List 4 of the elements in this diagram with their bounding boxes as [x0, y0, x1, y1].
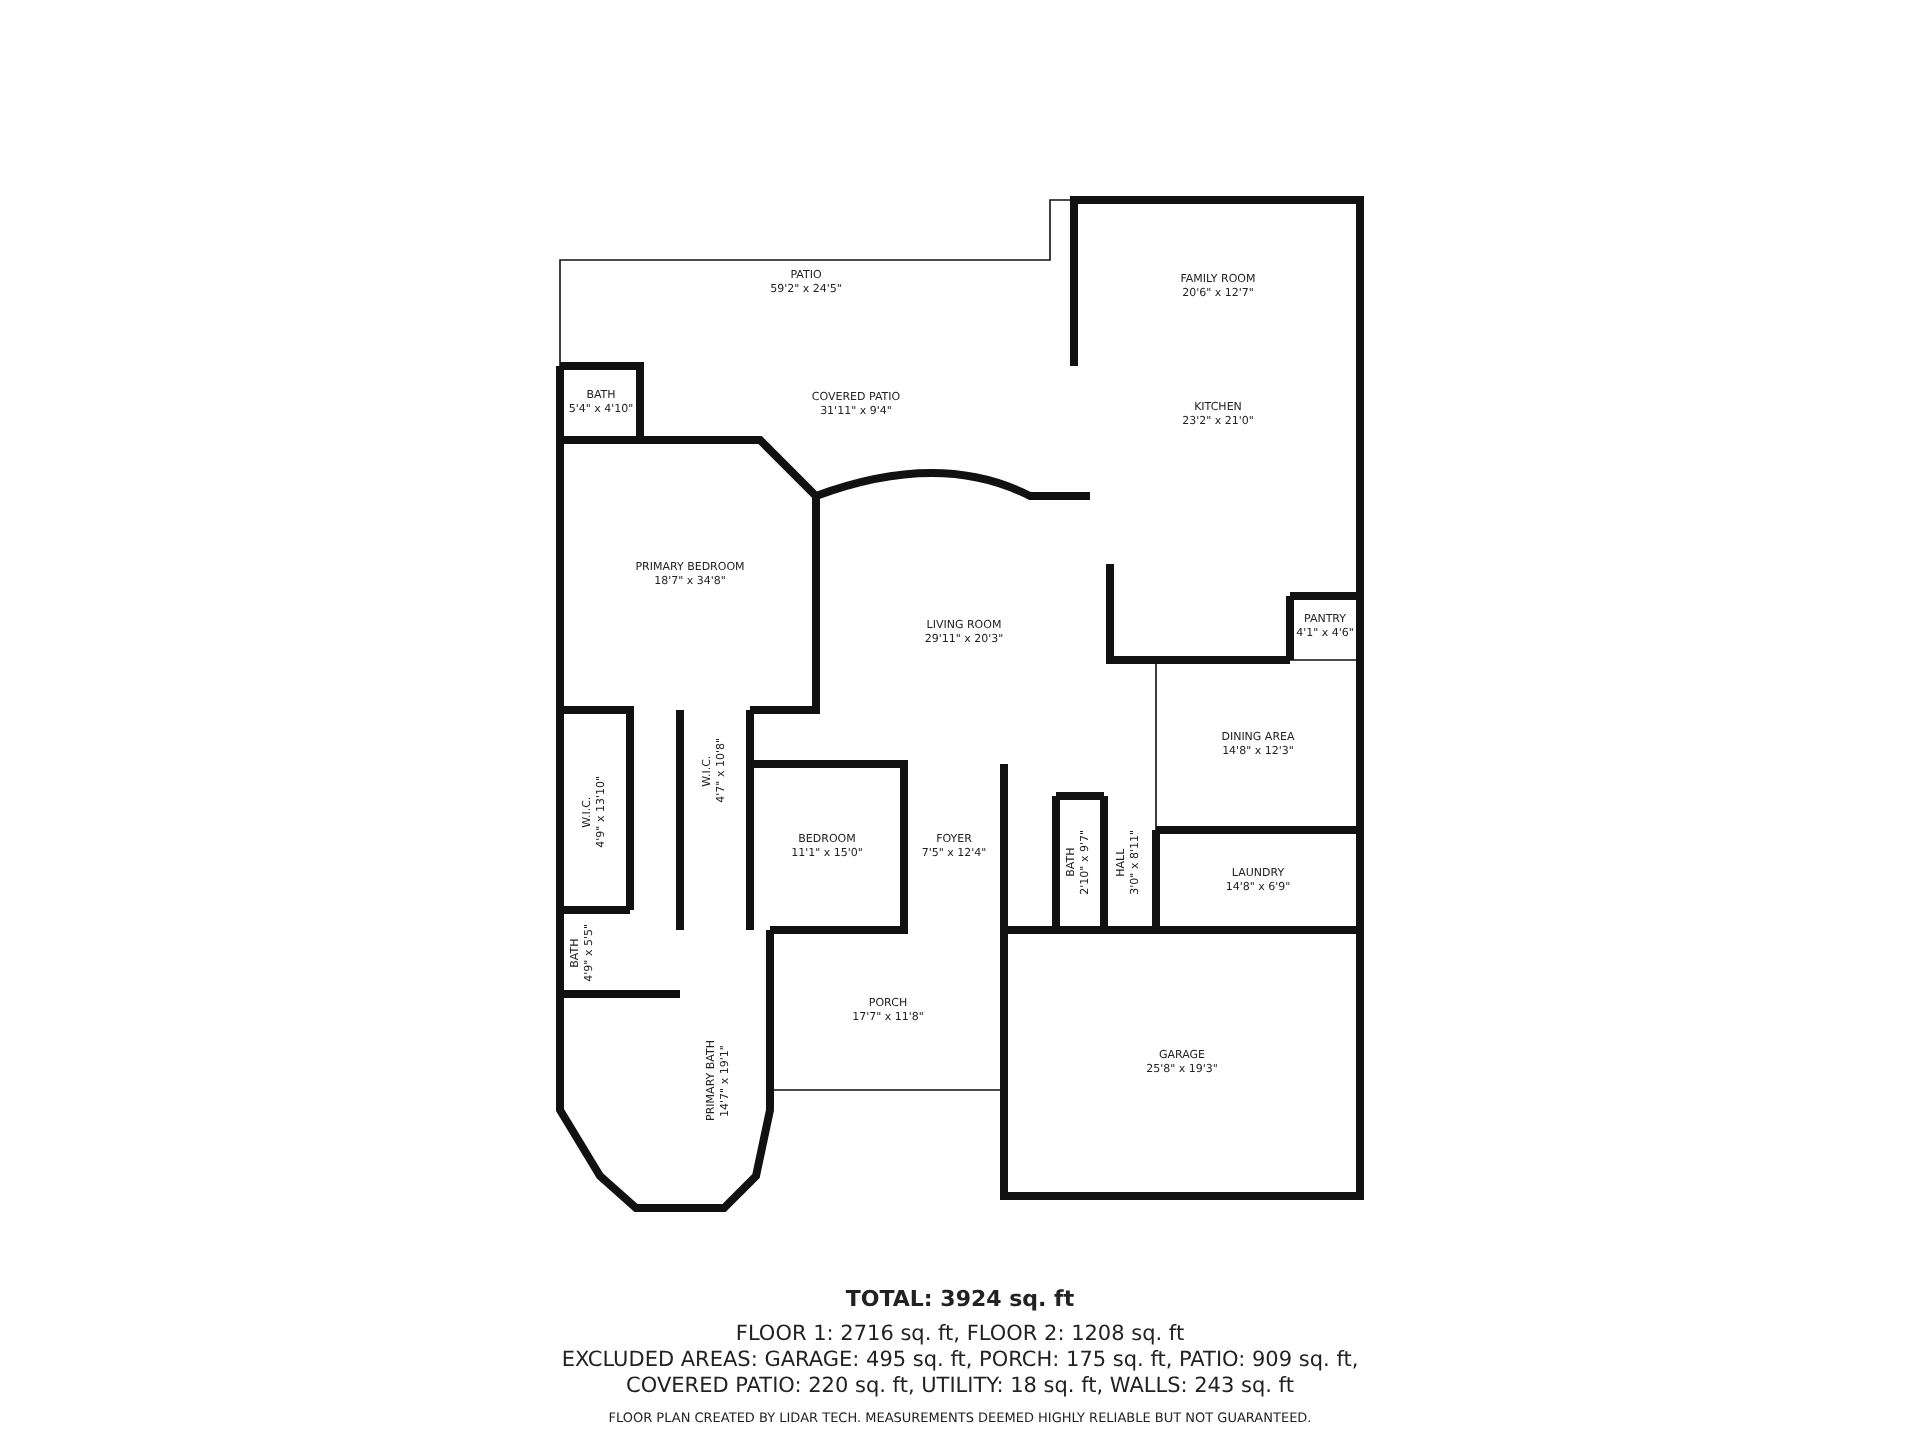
area-summary: FLOOR 1: 2716 sq. ft, FLOOR 2: 1208 sq. ft: [735, 1322, 1185, 1346]
area-summary: COVERED PATIO: 220 sq. ft, UTILITY: 18 sq. ft, WALLS: 243 sq. ft: [626, 1374, 1294, 1398]
area-summary: EXCLUDED AREAS: GARAGE: 495 sq. ft, PORCH: 175 sq. ft, PATIO: 909 sq. ft,: [561, 1348, 1359, 1372]
total-area: TOTAL: 3924 sq. ft: [845, 1286, 1075, 1312]
